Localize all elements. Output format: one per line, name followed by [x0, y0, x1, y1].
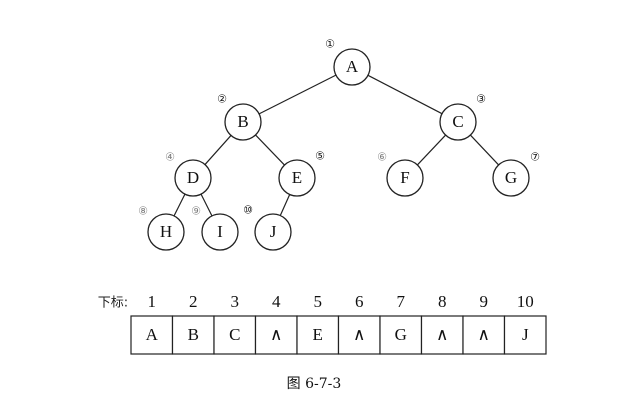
- array-cell: ∧: [462, 315, 506, 355]
- array-cell: G: [379, 315, 423, 355]
- index-number: 9: [480, 292, 489, 311]
- array-cell-box: [420, 315, 464, 355]
- array-cell-value: ∧: [353, 325, 365, 344]
- array-cell: C: [213, 315, 257, 355]
- tree-node-I: I⑨: [191, 206, 239, 251]
- index-number: 1: [148, 292, 157, 311]
- tree-node-F: F⑥: [377, 152, 424, 197]
- tree-node-J: J⑩: [243, 205, 292, 251]
- node-circle: [147, 213, 185, 251]
- array-cell-value: ∧: [436, 325, 448, 344]
- array-cell-value: ∧: [478, 325, 490, 344]
- edge-B-D: [204, 135, 232, 165]
- edges: [173, 74, 500, 217]
- node-number: ⑥: [377, 152, 387, 164]
- node-circle: [174, 159, 212, 197]
- edge-C-F: [416, 134, 447, 166]
- array-cell: E: [296, 315, 340, 355]
- index-number: 6: [355, 292, 364, 311]
- array-representation: 下标: 1 2 3 4 5 6 7 8 9 10 A B C ∧ E ∧ G ∧ ∧ J: [98, 292, 547, 355]
- node-circle: [333, 48, 371, 86]
- node-number: ⑦: [530, 152, 540, 164]
- array-cell: A: [130, 315, 174, 355]
- node-label: H: [160, 222, 172, 241]
- index-number: 10: [517, 292, 534, 311]
- array-cell-box: [171, 315, 215, 355]
- index-number: 7: [397, 292, 406, 311]
- tree-node-A: A①: [325, 39, 371, 86]
- node-label: I: [217, 222, 223, 241]
- array-cell-value: J: [522, 325, 529, 344]
- tree-node-G: G⑦: [492, 152, 540, 197]
- node-label: B: [237, 112, 248, 131]
- node-number: ④: [165, 152, 175, 164]
- array-cell-box: [337, 315, 381, 355]
- array-cell: J: [503, 315, 547, 355]
- array-cell-box: [296, 315, 340, 355]
- node-number: ⑧: [138, 206, 148, 218]
- node-number: ⑩: [243, 205, 253, 217]
- figure-caption: 图 6-7-3: [287, 376, 342, 392]
- array-cell: ∧: [337, 315, 381, 355]
- node-number: ①: [325, 39, 335, 51]
- node-number: ⑨: [191, 206, 201, 218]
- array-cell: B: [171, 315, 215, 355]
- edge-E-J: [279, 194, 291, 216]
- node-number: ⑤: [315, 151, 325, 163]
- index-number: 4: [272, 292, 281, 311]
- array-cell-box: [379, 315, 423, 355]
- node-label: G: [505, 168, 517, 187]
- node-label: E: [292, 168, 302, 187]
- array-cell-value: B: [188, 325, 199, 344]
- node-circle: [386, 159, 424, 197]
- edge-A-B: [258, 74, 337, 115]
- array-cell-box: [462, 315, 506, 355]
- array-cell-value: A: [146, 325, 159, 344]
- edge-B-E: [255, 134, 285, 166]
- tree-node-C: C③: [439, 94, 486, 141]
- node-label: A: [346, 57, 359, 76]
- array-cell-value: E: [313, 325, 323, 344]
- index-number: 8: [438, 292, 447, 311]
- edge-D-I: [200, 193, 213, 217]
- array-cell-value: ∧: [270, 325, 282, 344]
- node-label: D: [187, 168, 199, 187]
- node-label: C: [452, 112, 463, 131]
- node-circle: [254, 213, 292, 251]
- array-cell-value: C: [229, 325, 240, 344]
- tree-node-B: B②: [217, 94, 262, 141]
- array-cell-value: G: [395, 325, 407, 344]
- array-cell-box: [503, 315, 547, 355]
- edge-D-H: [173, 193, 186, 217]
- tree-node-D: D④: [165, 152, 212, 197]
- node-number: ②: [217, 94, 227, 106]
- node-circle: [201, 213, 239, 251]
- index-number: 3: [231, 292, 240, 311]
- index-label: 下标:: [98, 296, 128, 311]
- node-circle: [492, 159, 530, 197]
- tree-node-E: E⑤: [278, 151, 325, 197]
- edge-A-C: [367, 74, 443, 115]
- edge-C-G: [469, 134, 500, 166]
- index-number: 5: [314, 292, 323, 311]
- index-row: 1 2 3 4 5 6 7 8 9 10: [148, 292, 534, 311]
- index-number: 2: [189, 292, 198, 311]
- node-circle: [278, 159, 316, 197]
- array-cell: ∧: [254, 315, 298, 355]
- tree-node-H: H⑧: [138, 206, 185, 251]
- node-number: ③: [476, 94, 486, 106]
- node-label: F: [400, 168, 409, 187]
- array-cell: ∧: [420, 315, 464, 355]
- node-circle: [224, 103, 262, 141]
- array-cell-box: [130, 315, 174, 355]
- node-circle: [439, 103, 477, 141]
- node-label: J: [270, 222, 277, 241]
- array-cell-box: [254, 315, 298, 355]
- cell-row: A B C ∧ E ∧ G ∧ ∧ J: [130, 315, 547, 355]
